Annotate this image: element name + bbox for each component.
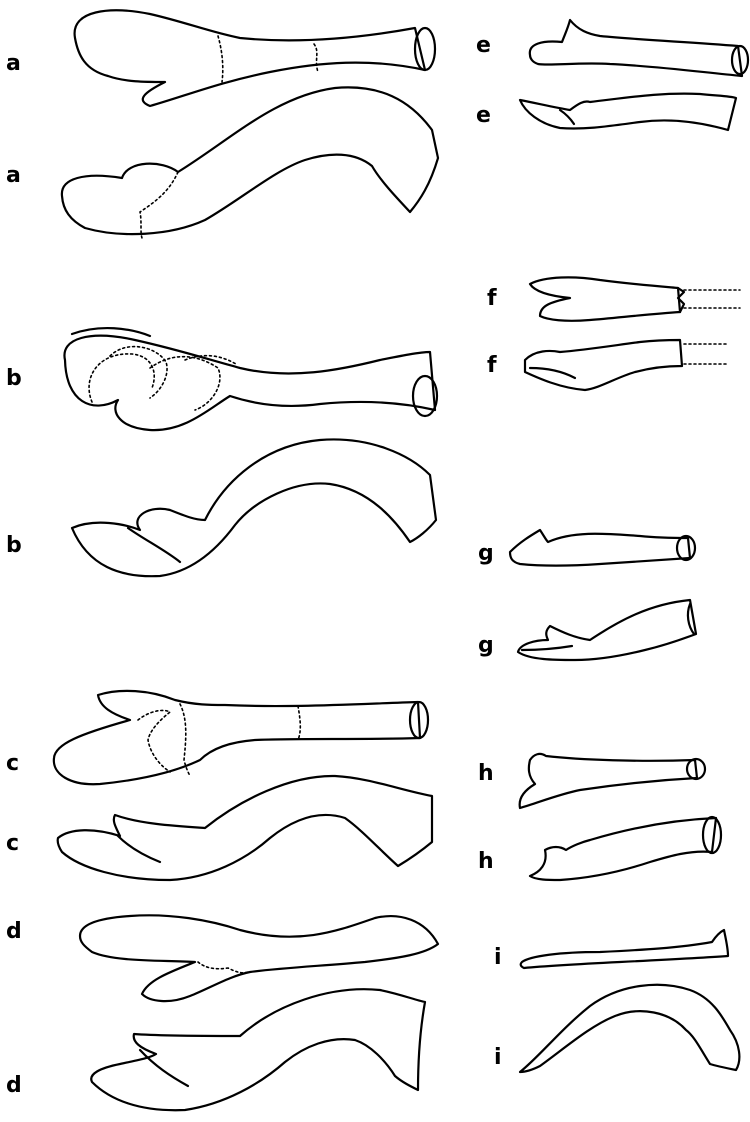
specimen-e-lateral: e [476, 94, 736, 130]
specimen-a-lateral-outline [62, 87, 438, 234]
specimen-d-dorsal: d [6, 915, 438, 1001]
specimen-c-lateral: c [6, 776, 432, 880]
specimen-c-lateral-fold [118, 836, 160, 862]
specimen-a-dorsal-outline [75, 10, 425, 106]
label-f-dorsal: f [487, 286, 497, 311]
specimen-b-lateral-fold [128, 528, 180, 562]
label-b-dorsal: b [6, 366, 22, 391]
specimen-c-lateral-outline [58, 776, 432, 880]
specimen-a-lateral: a [6, 87, 438, 238]
label-e-dorsal: e [476, 33, 491, 58]
specimen-b-dorsal: b [6, 328, 437, 430]
label-a-lateral: a [6, 163, 21, 188]
label-a-dorsal: a [6, 51, 21, 76]
specimen-i-dorsal: i [494, 930, 728, 970]
specimen-a-dorsal-suture-1 [218, 36, 223, 82]
specimen-g-dorsal-tube-end [677, 536, 695, 560]
specimen-c-dorsal-suture-2 [298, 706, 300, 740]
specimen-d-dorsal-suture [198, 962, 248, 973]
specimen-b-dorsal-fold-1 [89, 354, 154, 402]
specimen-g-lateral-fold [522, 646, 572, 650]
specimen-f-dorsal-outline [530, 277, 680, 320]
specimen-f-lateral-outline [525, 340, 682, 390]
specimen-d-dorsal-outline [80, 915, 438, 1001]
specimen-b-lateral: b [6, 439, 436, 576]
specimen-d-lateral: d [6, 989, 425, 1110]
specimen-h-lateral-outline [530, 818, 716, 880]
label-g-dorsal: g [478, 541, 494, 566]
specimen-h-dorsal: h [478, 754, 705, 808]
specimen-a-dorsal: a [6, 10, 435, 106]
specimen-e-lateral-fold [560, 110, 574, 124]
specimen-f-lateral: f [487, 340, 726, 390]
specimen-e-dorsal: e [476, 20, 748, 76]
specimen-c-dorsal-fold-1 [138, 710, 170, 772]
label-b-lateral: b [6, 533, 22, 558]
specimen-b-dorsal-fold-2 [110, 347, 167, 398]
specimen-g-lateral: g [478, 600, 696, 660]
label-d-dorsal: d [6, 919, 22, 944]
specimen-a-dorsal-suture-2 [314, 44, 318, 72]
specimen-b-dorsal-rim [72, 328, 150, 336]
specimen-h-dorsal-outline [520, 754, 697, 808]
specimen-b-lateral-outline [72, 439, 436, 576]
specimen-e-lateral-outline [520, 94, 736, 130]
label-c-dorsal: c [6, 751, 19, 776]
label-d-lateral: d [6, 1073, 22, 1098]
specimen-g-lateral-outline [518, 600, 696, 660]
specimen-b-dorsal-fold-3 [150, 357, 220, 410]
specimen-i-lateral-outline [520, 985, 739, 1072]
specimen-g-dorsal: g [478, 530, 695, 566]
label-c-lateral: c [6, 831, 19, 856]
specimen-c-dorsal-outline [54, 691, 420, 784]
specimen-c-dorsal: c [6, 691, 428, 784]
specimen-d-lateral-fold [140, 1050, 188, 1086]
specimen-d-lateral-outline [91, 989, 425, 1110]
label-e-lateral: e [476, 103, 491, 128]
label-h-dorsal: h [478, 761, 494, 786]
label-h-lateral: h [478, 849, 494, 874]
label-g-lateral: g [478, 633, 494, 658]
specimen-i-dorsal-outline [521, 930, 728, 968]
specimen-h-lateral: h [478, 817, 721, 880]
specimen-e-dorsal-outline [530, 20, 742, 76]
label-i-dorsal: i [494, 945, 502, 970]
specimen-a-lateral-suture [140, 172, 178, 238]
specimen-i-lateral: i [494, 985, 739, 1072]
specimen-g-dorsal-outline [510, 530, 690, 566]
label-i-lateral: i [494, 1045, 502, 1070]
specimen-f-dorsal: f [487, 277, 740, 320]
label-f-lateral: f [487, 353, 497, 378]
specimen-a-dorsal-tube-end [415, 28, 435, 70]
